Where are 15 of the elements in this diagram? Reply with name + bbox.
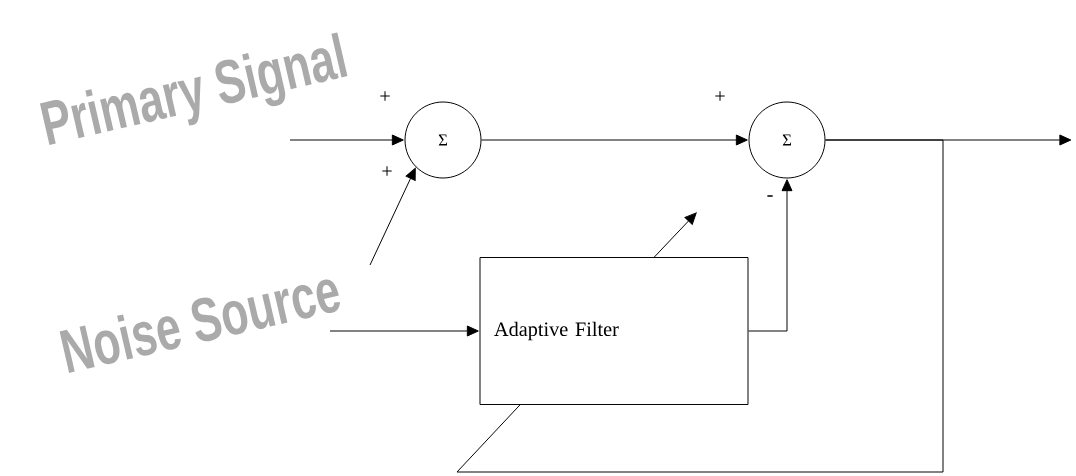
- arrow: [748, 179, 793, 332]
- summing-junction: Σ: [404, 101, 482, 179]
- arrow: [481, 134, 748, 146]
- arrow: [289, 134, 404, 146]
- sign-label: +: [382, 166, 392, 176]
- arrow: [369, 167, 416, 266]
- feedback-line: [456, 139, 944, 473]
- sign-label: +: [380, 91, 390, 101]
- summing-junction: Σ: [748, 101, 826, 179]
- sign-label: -: [767, 195, 773, 197]
- arrow: [329, 325, 479, 337]
- filter-box: Adaptive Filter: [479, 257, 749, 405]
- signal-label: Noise Source: [59, 279, 340, 373]
- sign-label: +: [715, 91, 725, 101]
- signal-label: Primary Signal: [39, 32, 348, 145]
